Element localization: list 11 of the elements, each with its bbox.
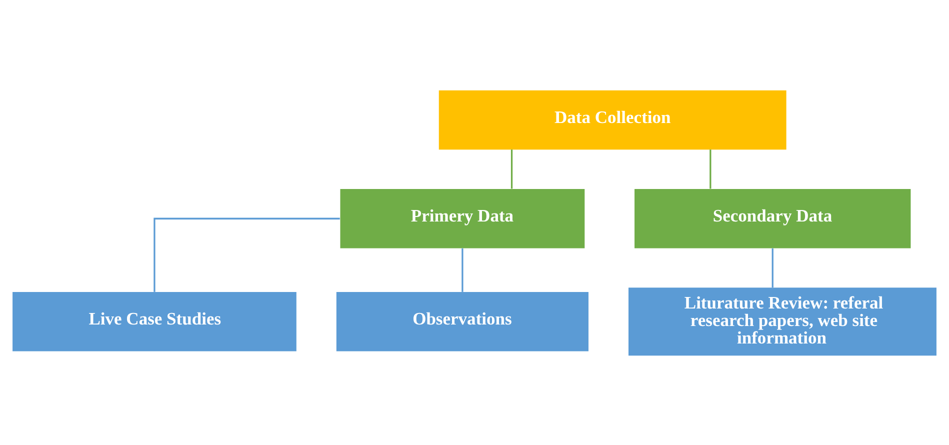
node-box: Primery Data — [340, 188, 585, 248]
connector — [462, 248, 464, 292]
node-box: Live Case Studies — [12, 292, 296, 351]
node-box: Secondary Data — [634, 188, 911, 248]
node-box: Observations — [336, 292, 588, 351]
connector — [772, 248, 774, 288]
connector — [510, 149, 513, 188]
node-box: Data Collection — [438, 90, 786, 150]
connector — [154, 217, 340, 292]
connector — [710, 149, 712, 188]
node-box: Liturature Review: referal research papers, web site information — [628, 287, 936, 356]
